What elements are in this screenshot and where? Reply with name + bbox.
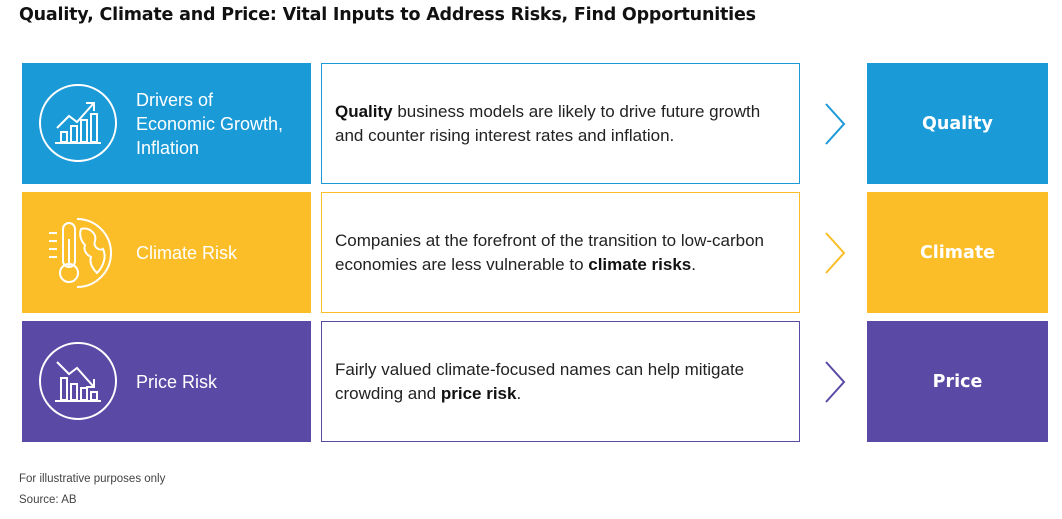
description-bold: Quality [335,102,393,121]
driver-label: Climate Risk [136,242,238,263]
driver-box-quality: Drivers of Economic Growth, Inflation [22,63,311,184]
target-box-quality: Quality [867,63,1048,184]
footnote-source: Source: AB [19,494,77,506]
footnote-illustrative: For illustrative purposes only [19,473,166,485]
driver-label: Drivers of Economic Growth, Inflation [136,89,284,158]
target-box-price: Price [867,321,1048,442]
description-lead: Companies at the forefront of the transi… [335,231,765,274]
row-quality: Drivers of Economic Growth, Inflation Qu… [0,63,1062,184]
driver-box-climate: Climate Risk [22,192,311,313]
thermometer-globe-icon [49,218,112,288]
description-bold: price risk [440,383,517,403]
declining-chart-icon [39,342,117,420]
description-rest: . [691,254,696,274]
description-box: Fairly valued climate-focused names can … [321,321,800,442]
description-text: Fairly valued climate-focused names can … [335,358,787,405]
description-rest: . [516,383,522,403]
row-climate: Climate Risk Companies at the forefront … [0,192,1062,313]
description-text: Companies at the forefront of the transi… [335,229,787,276]
chevron-right-icon [825,232,846,274]
description-box: Quality business models are likely to dr… [321,63,800,184]
growth-chart-icon [39,84,117,162]
description-rest: business models are likely to drive futu… [335,102,761,145]
description-bold: climate risks [588,254,692,274]
driver-box-price: Price Risk [22,321,311,442]
target-box-climate: Climate [867,192,1048,313]
description-text: Quality business models are likely to dr… [335,100,787,147]
row-price: Price Risk Fairly valued climate-focused… [0,321,1062,442]
chevron-right-icon [825,103,846,145]
page-title: Quality, Climate and Price: Vital Inputs… [19,5,756,25]
driver-label: Price Risk [136,371,218,392]
description-lead: Fairly valued climate-focused names can … [335,360,745,403]
chevron-right-icon [825,361,846,403]
description-box: Companies at the forefront of the transi… [321,192,800,313]
